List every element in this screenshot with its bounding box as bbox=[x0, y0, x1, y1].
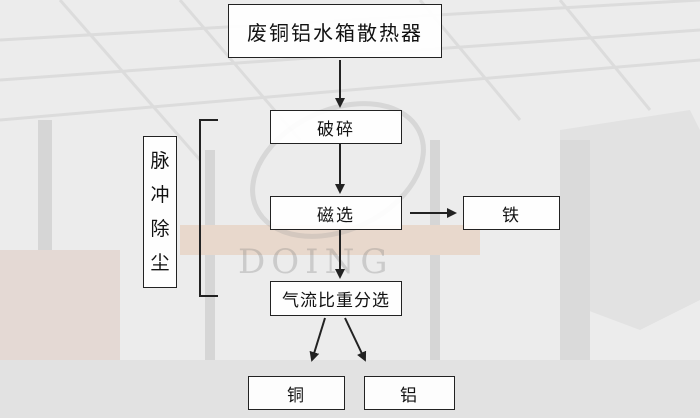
arrow-airflow-to-aluminum bbox=[344, 317, 367, 362]
copper-box: 铜 bbox=[248, 376, 345, 410]
dust-char: 冲 bbox=[150, 184, 170, 206]
aluminum-label: 铝 bbox=[400, 385, 419, 406]
airflow-label: 气流比重分选 bbox=[282, 291, 390, 311]
crush-label: 破碎 bbox=[317, 119, 355, 140]
iron-box: 铁 bbox=[463, 196, 560, 230]
arrow-airflow-to-copper bbox=[309, 317, 326, 362]
iron-label: 铁 bbox=[502, 205, 521, 226]
airflow-box: 气流比重分选 bbox=[270, 281, 402, 316]
watermark-logo: DOING bbox=[238, 242, 394, 282]
dust-collector-box: 脉 冲 除 尘 bbox=[143, 136, 177, 288]
aluminum-box: 铝 bbox=[364, 376, 455, 410]
magnetic-label: 磁选 bbox=[317, 205, 355, 226]
dust-char: 除 bbox=[150, 218, 170, 240]
copper-label: 铜 bbox=[287, 385, 306, 406]
magnetic-box: 磁选 bbox=[270, 196, 402, 230]
dust-char: 脉 bbox=[150, 150, 170, 172]
title-box: 废铜铝水箱散热器 bbox=[228, 4, 442, 58]
dust-bracket bbox=[199, 119, 218, 297]
title-text: 废铜铝水箱散热器 bbox=[247, 20, 423, 45]
dust-char: 尘 bbox=[150, 252, 170, 274]
crush-box: 破碎 bbox=[270, 110, 402, 144]
